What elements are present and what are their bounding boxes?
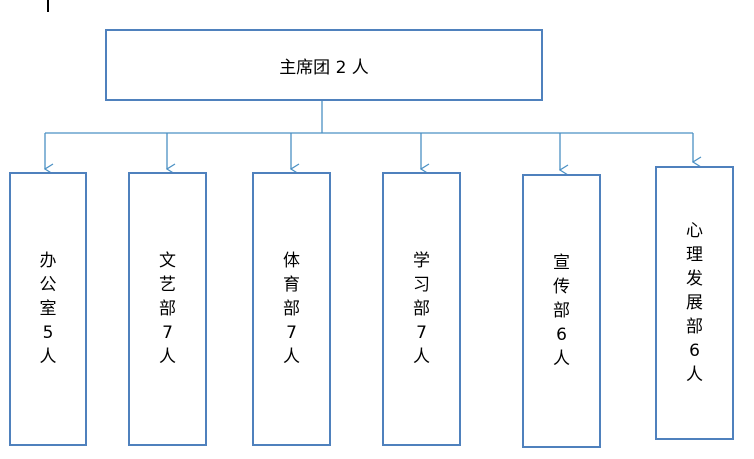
publicity-dept-char: 部 [553,301,570,321]
office-char: 人 [39,347,57,367]
study-dept-count: 7 [416,323,427,343]
text-cursor [47,0,49,12]
sports-dept-count: 7 [286,323,297,343]
study-dept-box: 学 习 部 7 人 [382,172,461,446]
office-char: 办 [39,251,57,271]
arts-dept-char: 艺 [159,275,176,295]
sports-dept-char: 人 [283,347,300,367]
psychology-dept-char: 人 [686,365,703,385]
study-dept-char: 人 [413,347,430,367]
sports-dept-char: 部 [283,299,300,319]
presidium-label: 主席团 2 人 [279,57,369,78]
publicity-dept-char: 人 [553,349,570,369]
psychology-dept-char: 心 [686,221,703,241]
publicity-dept-char: 传 [553,277,570,297]
psychology-dept-box: 心 理 发 展 部 6 人 [655,166,734,440]
arts-dept-label: 文 艺 部 7 人 [159,249,176,369]
office-count: 5 [42,323,54,343]
presidium-box: 主席团 2 人 [105,29,543,101]
study-dept-char: 习 [413,275,430,295]
arts-dept-count: 7 [162,323,173,343]
office-box: 办 公 室 5 人 [9,172,87,446]
study-dept-label: 学 习 部 7 人 [413,249,430,369]
psychology-dept-count: 6 [689,341,700,361]
arts-dept-char: 部 [159,299,176,319]
publicity-dept-count: 6 [556,325,567,345]
psychology-dept-char: 展 [686,293,703,313]
arts-dept-box: 文 艺 部 7 人 [128,172,207,446]
arts-dept-char: 文 [159,251,176,271]
psychology-dept-label: 心 理 发 展 部 6 人 [686,219,703,387]
sports-dept-char: 体 [283,251,300,271]
psychology-dept-char: 发 [686,269,703,289]
sports-dept-label: 体 育 部 7 人 [283,249,300,369]
office-label: 办 公 室 5 人 [40,249,57,369]
study-dept-char: 学 [413,251,430,271]
psychology-dept-char: 理 [686,245,703,265]
psychology-dept-char: 部 [686,317,703,337]
sports-dept-box: 体 育 部 7 人 [252,172,331,446]
study-dept-char: 部 [413,299,430,319]
publicity-dept-char: 宣 [553,253,570,273]
sports-dept-char: 育 [283,275,300,295]
publicity-dept-box: 宣 传 部 6 人 [522,174,601,448]
publicity-dept-label: 宣 传 部 6 人 [553,251,570,371]
office-char: 公 [39,275,57,295]
office-char: 室 [39,299,57,319]
arts-dept-char: 人 [159,347,176,367]
